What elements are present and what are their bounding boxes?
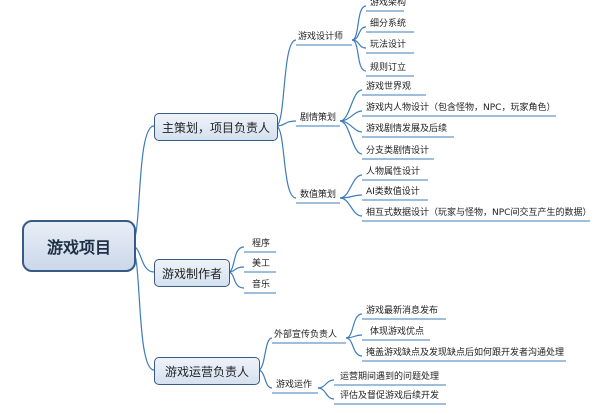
connector-root-planner (131, 125, 155, 243)
item-character-design: 游戏内人物设计（包含怪物，NPC，玩家角色） (366, 103, 556, 113)
item-hide-weaknesses: 掩盖游戏缺点及发现缺点后如何跟开发者沟通处理 (366, 348, 565, 358)
sub-game-designer: 游戏设计师 (298, 32, 344, 42)
connector-numbers-items (339, 174, 363, 199)
item-character-attributes: 人物属性设计 (366, 167, 421, 177)
item-ai-values: AI类数值设计 (366, 187, 420, 197)
connector-planner-designer (275, 39, 297, 127)
branch-lead-planner: 主策划，项目负责人 (154, 113, 278, 141)
item-story-development: 游戏剧情发展及后续 (366, 124, 448, 134)
connector-designer-items (351, 5, 367, 41)
sub-game-operation: 游戏运作 (276, 380, 313, 390)
sub-art: 美工 (252, 259, 271, 269)
connector-planner-story (275, 120, 297, 127)
sub-programming: 程序 (252, 239, 271, 249)
connector-planner-numbers (275, 125, 297, 199)
item-branching-story: 分支类剧情设计 (366, 146, 430, 156)
item-issue-handling: 运营期间遇到的问题处理 (340, 372, 440, 382)
connector-operations-pr (257, 337, 273, 371)
connector-story-items (339, 89, 363, 122)
connector-producer-items (227, 246, 245, 273)
item-follow-up-development: 评估及督促游戏后续开发 (340, 391, 440, 401)
branch-game-producer: 游戏制作者 (154, 259, 230, 287)
item-news-release: 游戏最新消息发布 (366, 306, 439, 316)
item-game-architecture: 游戏架构 (370, 0, 407, 8)
sub-numbers-planner: 数值策划 (300, 190, 337, 200)
sub-external-pr: 外部宣传负责人 (274, 330, 338, 340)
item-rules: 规则订立 (370, 63, 407, 73)
branch-operations-lead: 游戏运营负责人 (154, 357, 260, 385)
item-world-view: 游戏世界观 (366, 82, 412, 92)
item-show-strengths: 体现游戏优点 (370, 327, 425, 337)
connector-root-operations (131, 249, 155, 371)
connector-pr-items (345, 313, 363, 339)
root-node: 游戏项目 (22, 220, 136, 272)
item-interaction-data: 相互式数据设计（玩家与怪物，NPC间交互产生的数据） (366, 208, 592, 218)
connector-run-items (317, 379, 335, 389)
item-subsystems: 细分系统 (370, 19, 407, 29)
item-gameplay-design: 玩法设计 (370, 40, 407, 50)
connector-operations-run (257, 369, 273, 389)
sub-story-planner: 剧情策划 (300, 113, 337, 123)
sub-music: 音乐 (252, 280, 271, 290)
